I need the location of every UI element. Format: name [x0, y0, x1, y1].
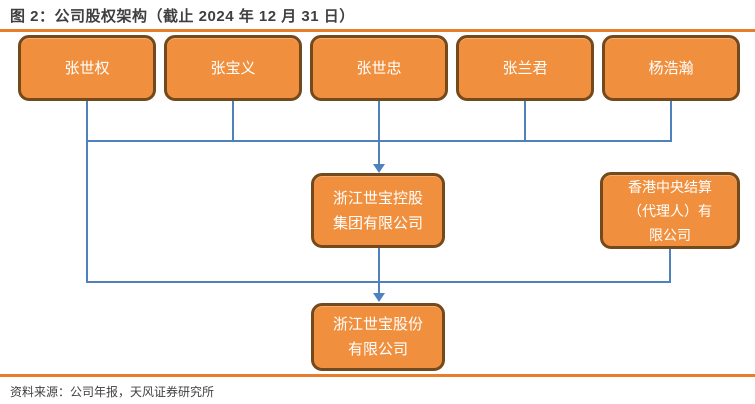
node-holding-company: 浙江世宝控股 集团有限公司 [311, 173, 445, 248]
shareholder-4-label: 张兰君 [502, 59, 548, 77]
node-shareholder-5: 杨浩瀚 [602, 35, 740, 101]
node-shareholder-2: 张宝义 [164, 35, 302, 101]
hk-nominee-line1: 香港中央结算 [628, 178, 712, 195]
node-shareholder-4: 张兰君 [456, 35, 594, 101]
connector-top-bus [87, 140, 672, 142]
connector-bottom-bus [87, 281, 671, 283]
connector-shareholder3-to-holding [378, 101, 380, 165]
listed-company-line2: 有限公司 [347, 341, 408, 358]
connector-shareholder1-drop [86, 101, 88, 283]
listed-company-line1: 浙江世宝股份 [332, 316, 423, 333]
connector-holding-to-listed [378, 248, 380, 294]
connector-shareholder5-stub [670, 101, 672, 141]
bottom-divider-rule [0, 374, 755, 377]
node-hk-nominee: 香港中央结算 （代理人）有 限公司 [600, 172, 740, 249]
shareholder-3-label: 张世忠 [356, 59, 402, 77]
shareholder-2-label: 张宝义 [210, 59, 256, 77]
shareholder-5-label: 杨浩瀚 [648, 59, 694, 77]
connector-shareholder4-stub [524, 101, 526, 141]
holding-company-line1: 浙江世宝控股 [332, 189, 423, 207]
source-note: 资料来源：公司年报，天风证券研究所 [10, 385, 215, 399]
hk-nominee-line3: 限公司 [649, 226, 691, 243]
hk-nominee-line2: （代理人）有 [628, 202, 712, 219]
figure-title: 图 2：公司股权架构（截止 2024 年 12 月 31 日） [10, 8, 355, 25]
top-divider-rule [0, 29, 755, 32]
connector-hk-drop [669, 249, 671, 282]
node-shareholder-3: 张世忠 [310, 35, 448, 101]
connector-shareholder2-stub [232, 101, 234, 141]
arrow-into-listed-icon [373, 293, 385, 302]
node-listed-company: 浙江世宝股份 有限公司 [311, 303, 445, 371]
node-shareholder-1: 张世权 [18, 35, 156, 101]
shareholder-1-label: 张世权 [64, 59, 110, 77]
holding-company-line2: 集团有限公司 [332, 214, 423, 232]
arrow-into-holding-icon [373, 164, 385, 173]
